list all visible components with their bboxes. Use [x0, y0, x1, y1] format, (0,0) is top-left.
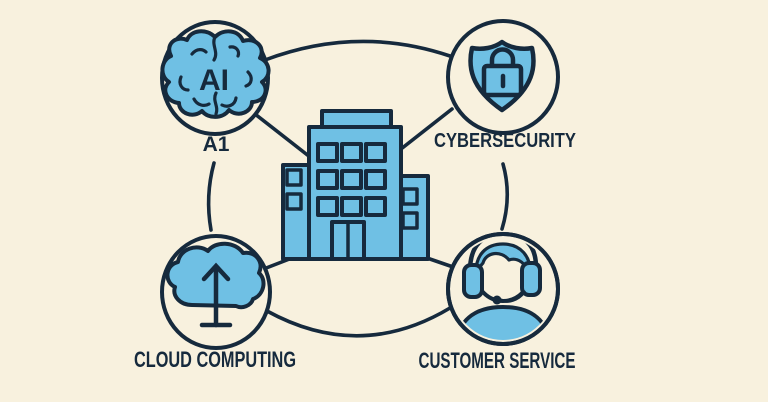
brain-fold — [220, 96, 238, 108]
brain-ai-text: AI — [199, 64, 229, 97]
brain-fold — [228, 45, 241, 58]
building-window — [316, 169, 339, 190]
node-cybersecurity: CYBERSECURITY — [434, 19, 577, 152]
building-window — [285, 168, 303, 187]
node-ai: AI A1 — [160, 20, 271, 156]
shield-lock-icon — [468, 39, 536, 113]
building-window — [340, 196, 363, 217]
building-window — [364, 169, 387, 190]
brain-center-groove-top — [212, 35, 218, 62]
office-building-icon — [281, 109, 430, 261]
brain-fold — [244, 70, 253, 88]
node-customer-service: CUSTOMER SERVICE — [419, 232, 576, 373]
building-window — [401, 187, 419, 206]
headset-mic-boom — [498, 290, 526, 303]
headset-earcup-left — [462, 263, 484, 299]
node-cloud-label: CLOUD COMPUTING — [134, 347, 296, 372]
building-window — [285, 192, 303, 211]
upload-arrow-head — [201, 262, 231, 282]
brain-fold — [178, 75, 190, 92]
cloud-upload-icon — [165, 241, 266, 328]
node-customer-service-label: CUSTOMER SERVICE — [419, 348, 576, 373]
building-window — [340, 142, 363, 163]
ring-arc-left — [206, 161, 216, 232]
building-window — [364, 142, 387, 163]
building-window — [364, 196, 387, 217]
node-customer-service-ring — [446, 232, 560, 346]
brain-outline — [160, 29, 271, 119]
building-window — [340, 169, 363, 190]
ring-arc-bottom — [265, 306, 452, 338]
agent-hair — [474, 242, 532, 280]
spoke-cybersecurity-building — [399, 107, 454, 151]
headset-earcup-right — [520, 261, 542, 297]
lock-shackle — [489, 47, 516, 71]
headset-mic — [492, 295, 502, 305]
node-ai-label: A1 — [203, 133, 230, 156]
brain-icon: AI — [160, 29, 271, 119]
building-window — [401, 211, 419, 230]
node-cloud-computing: CLOUD COMPUTING — [134, 234, 296, 372]
ring-arc-top — [263, 39, 452, 62]
ring-arc-right — [500, 162, 510, 231]
building-roof-box — [320, 109, 393, 129]
headset-band — [467, 238, 539, 274]
building-window — [316, 196, 339, 217]
building-window — [316, 142, 339, 163]
brain-fold — [192, 97, 211, 107]
brain-center-groove-bottom — [213, 91, 219, 116]
node-cybersecurity-label: CYBERSECURITY — [434, 130, 577, 152]
spoke-ai-building — [253, 112, 312, 159]
brain-fold — [190, 48, 208, 56]
